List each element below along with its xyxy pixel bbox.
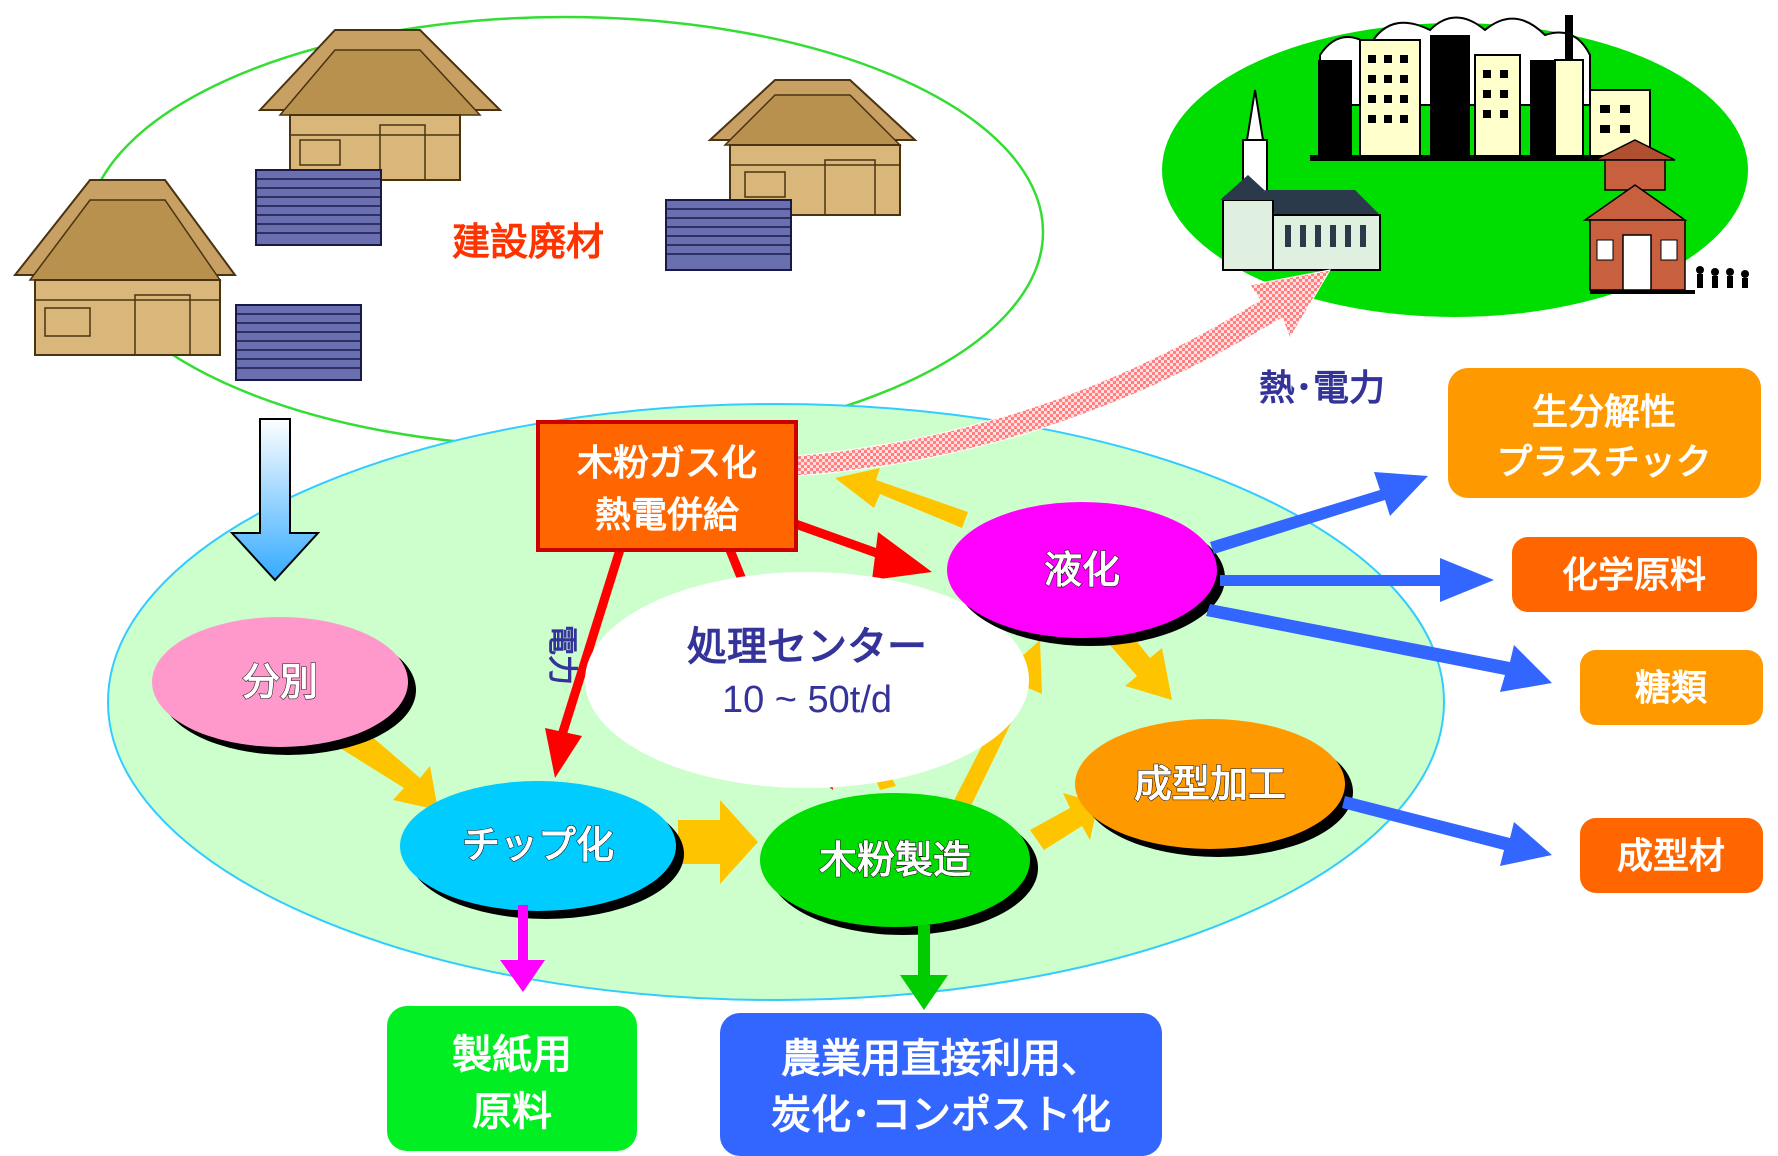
liquefy-to-bioplastic-arrow	[1210, 472, 1428, 554]
lumber-stack-icon	[255, 169, 382, 246]
output-paper: 製紙用 原料	[387, 1006, 637, 1151]
heat-power-label: 熱･電力	[1259, 368, 1385, 409]
source-label: 建設廃材	[452, 220, 604, 264]
node-molding: 成型加工	[1075, 719, 1353, 857]
output-agri-line1: 農業用直接利用、	[781, 1036, 1101, 1082]
lumber-stack-icon	[235, 304, 362, 381]
city-buildings-icon	[1310, 15, 1660, 161]
woodpowder-to-agri-arrow	[900, 925, 948, 1010]
house-icon	[12, 179, 237, 356]
output-chemical-label: 化学原料	[1562, 554, 1706, 596]
woodpowder-to-molding-arrow	[1030, 793, 1098, 850]
node-liquefy: 液化	[947, 502, 1225, 646]
house-icon	[257, 29, 503, 181]
output-sugar-label: 糖類	[1635, 668, 1708, 709]
school-icon	[1582, 139, 1749, 294]
molding-to-molded-arrow	[1342, 796, 1552, 866]
center-ellipse	[585, 572, 1029, 788]
chip-to-paper-arrow	[500, 905, 545, 992]
center-title: 処理センター	[687, 624, 927, 670]
output-molded: 成型材	[1580, 818, 1763, 893]
node-liquefy-label: 液化	[1044, 548, 1120, 592]
node-sort: 分別	[152, 617, 416, 755]
blue-output-arrows	[1206, 472, 1552, 866]
woodpowder-to-gasification-arrow	[835, 468, 968, 528]
node-molding-label: 成型加工	[1134, 762, 1286, 806]
heat-power-arrow	[794, 269, 1331, 477]
power-to-chip-arrow	[557, 538, 628, 737]
output-agri-line2: 炭化･コンポスト化	[771, 1092, 1111, 1138]
power-label: 電力	[544, 625, 579, 685]
sort-to-chip-arrow	[340, 728, 438, 810]
center-capacity: 10 ~ 50t/d	[722, 679, 892, 721]
gasification-line1: 木粉ガス化	[577, 443, 757, 484]
node-woodpowder: 木粉製造	[760, 793, 1038, 935]
church-icon	[1220, 89, 1381, 271]
input-down-arrow	[229, 418, 321, 582]
node-woodpowder-label: 木粉製造	[819, 838, 971, 882]
output-bioplastic: 生分解性 プラスチック	[1448, 368, 1761, 498]
output-paper-line1: 製紙用	[452, 1032, 572, 1078]
liquefy-to-chemical-arrow	[1220, 558, 1494, 602]
chip-to-woodpowder-arrow	[678, 800, 758, 884]
node-sort-label: 分別	[242, 660, 318, 704]
output-sugar: 糖類	[1580, 650, 1763, 725]
output-chemical: 化学原料	[1512, 537, 1757, 612]
output-paper-line2: 原料	[472, 1089, 552, 1135]
output-molded-label: 成型材	[1617, 836, 1725, 877]
output-bioplastic-line2: プラスチック	[1496, 442, 1711, 483]
output-agri: 農業用直接利用、 炭化･コンポスト化	[720, 1013, 1162, 1156]
node-chip: チップ化	[400, 781, 684, 919]
output-bioplastic-line1: 生分解性	[1532, 392, 1676, 433]
gasification-box	[536, 420, 798, 552]
power-to-liquefy-arrow	[788, 517, 887, 561]
node-chip-label: チップ化	[462, 823, 614, 867]
gasification-line2: 熱電併給	[595, 495, 740, 536]
house-icon	[707, 79, 918, 216]
liquefy-to-sugar-arrow	[1206, 604, 1552, 692]
lumber-stack-icon	[665, 199, 792, 271]
